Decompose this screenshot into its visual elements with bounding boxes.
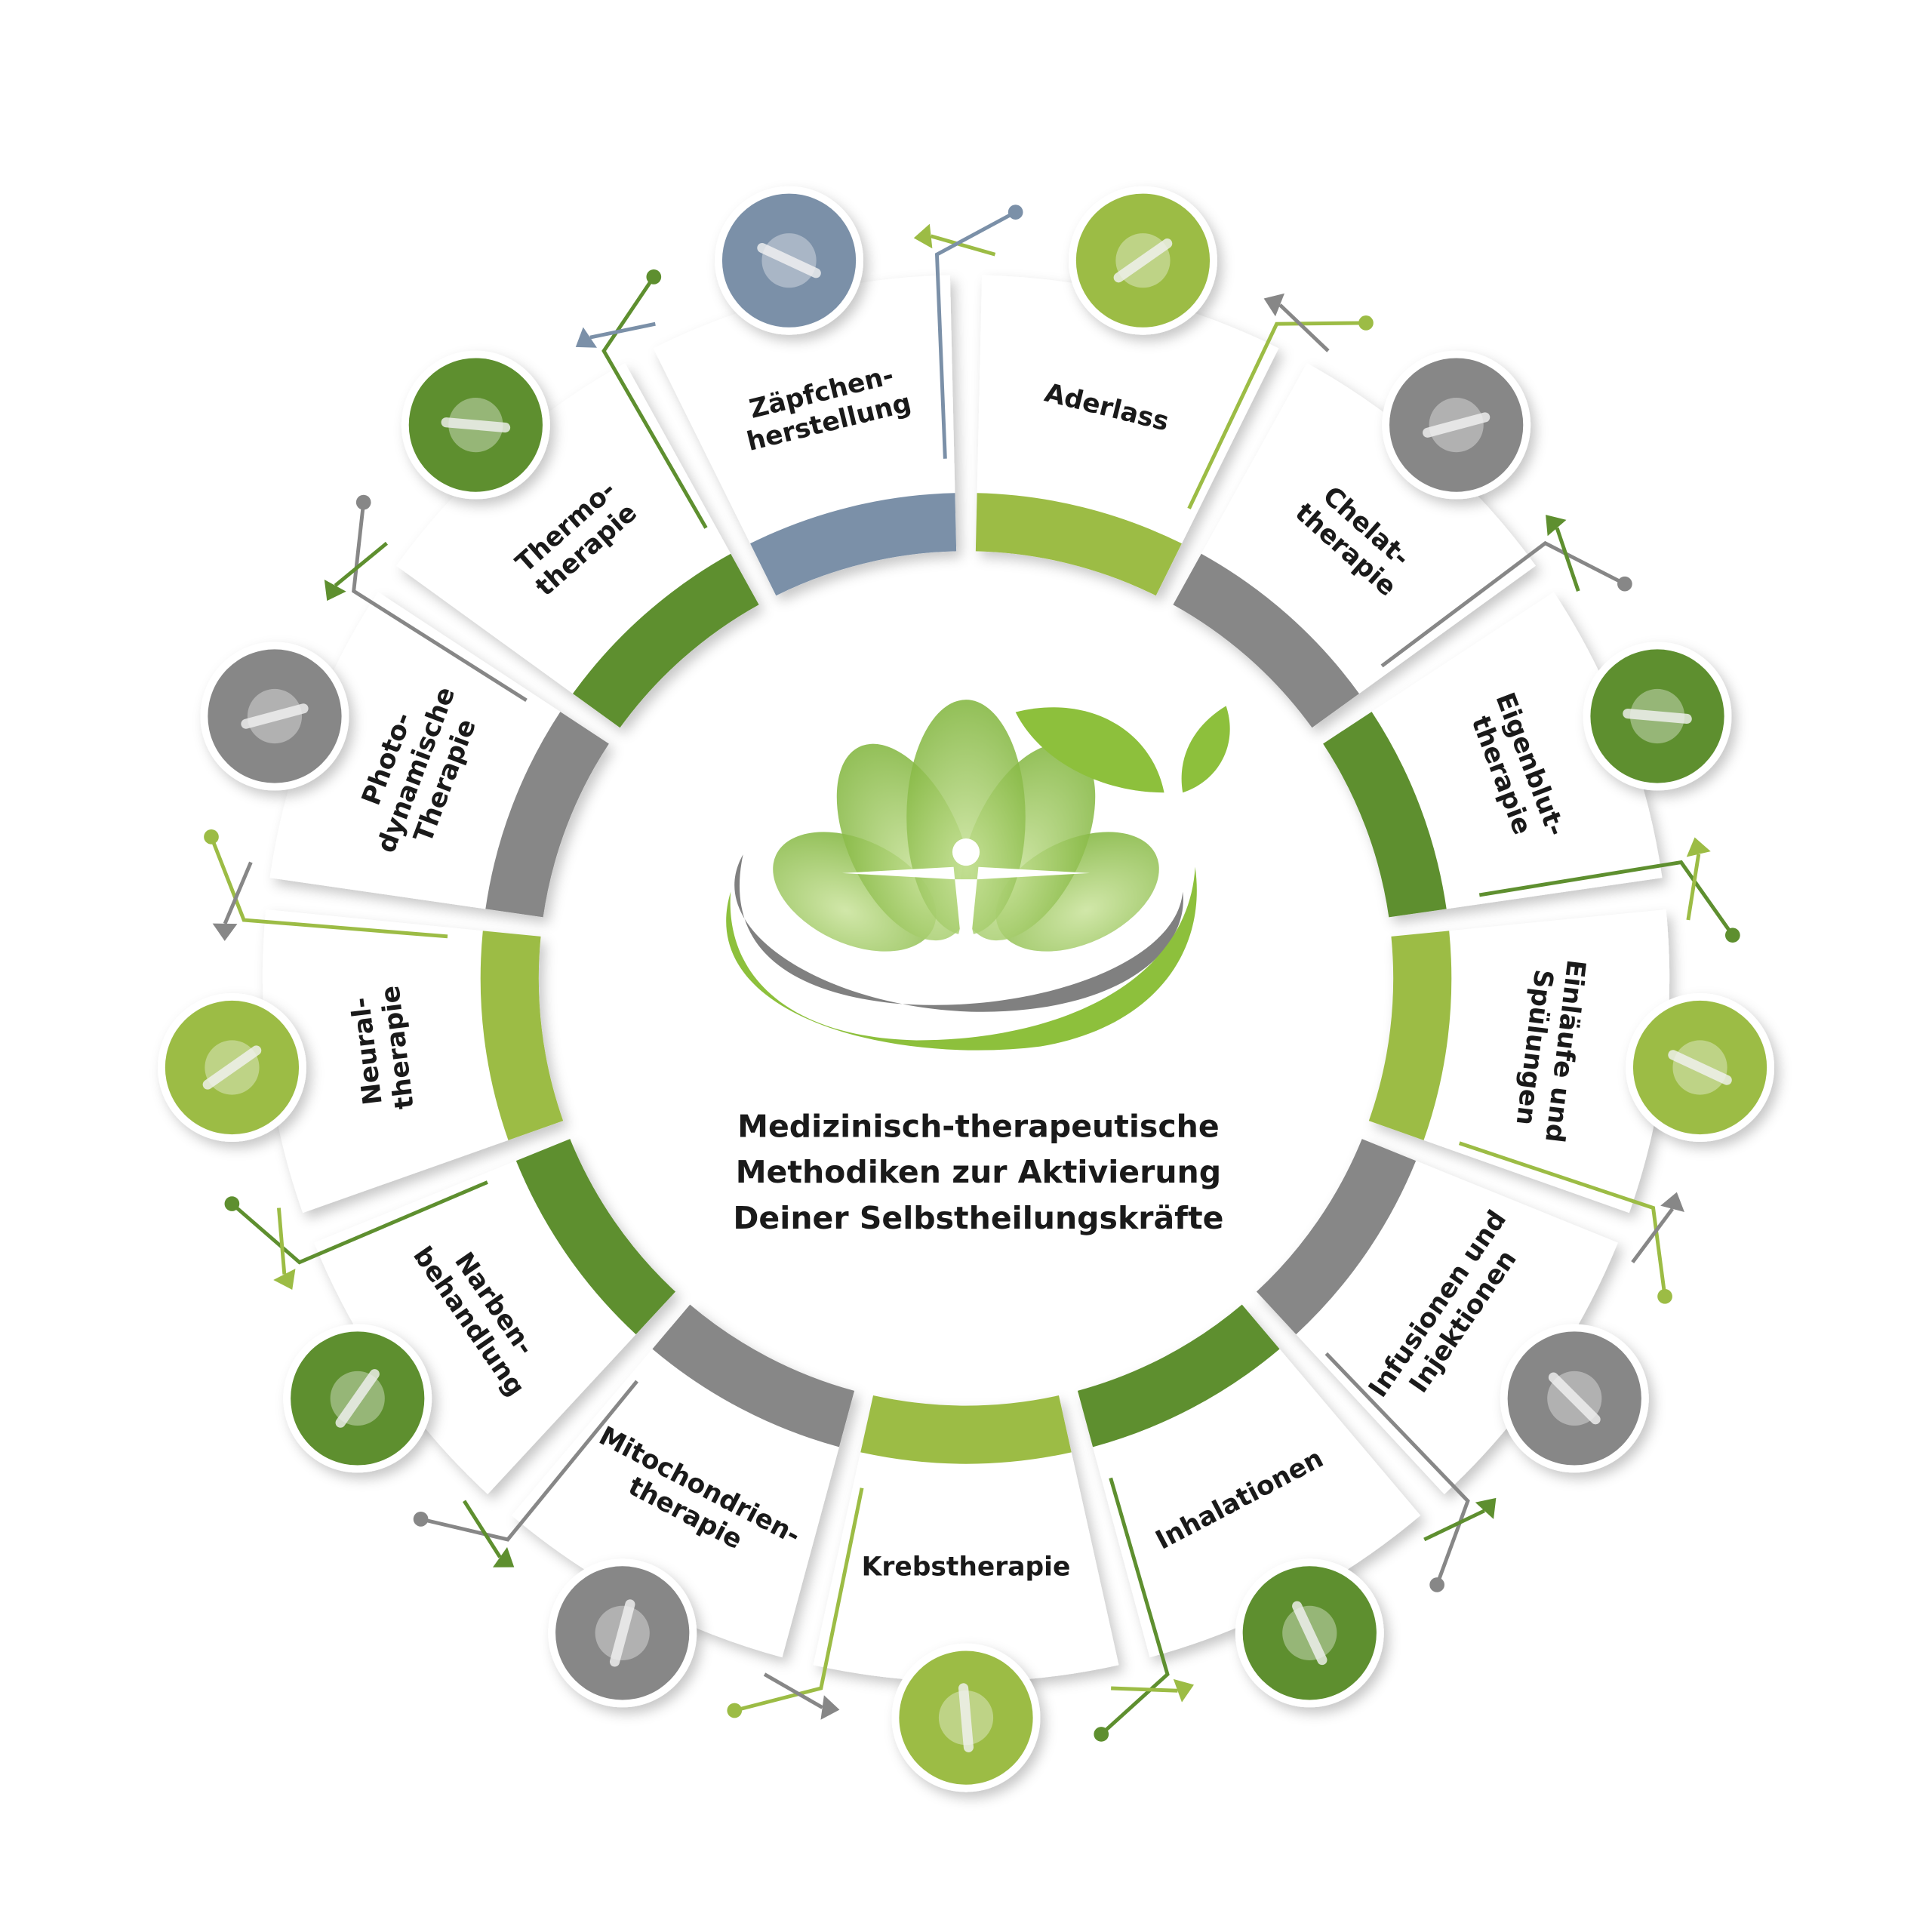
bloodletting-arm-icon bbox=[1068, 186, 1217, 335]
segment-neuraltherapie: Neural-therapie bbox=[204, 829, 564, 1291]
segment-color-band bbox=[860, 1395, 1072, 1464]
connector-line bbox=[1686, 854, 1701, 921]
connector-dot bbox=[646, 269, 662, 285]
arrow-head-icon bbox=[493, 1546, 515, 1567]
connector-line bbox=[223, 861, 253, 924]
arrow-head-icon bbox=[1546, 515, 1567, 537]
connector-line bbox=[589, 321, 656, 340]
magnet-artery-icon bbox=[1382, 350, 1531, 500]
segment-panel bbox=[813, 1395, 1119, 1682]
segment-color-band bbox=[1173, 553, 1359, 728]
segment-color-band bbox=[480, 931, 564, 1140]
connector-dot bbox=[204, 829, 219, 844]
connector-line bbox=[930, 234, 996, 257]
segment-color-band bbox=[750, 493, 957, 596]
segment-zäpfchenherstellung: Zäpfchen-herstellung bbox=[575, 205, 1023, 596]
segment-color-band bbox=[652, 1304, 855, 1447]
segment-eigenbluttherapie: Eigenblut-therapie bbox=[1323, 515, 1740, 943]
segments-ring: AderlassChelat-therapieEigenblut-therapi… bbox=[204, 205, 1740, 1742]
connector-dot bbox=[1008, 205, 1023, 220]
arrow-head-icon bbox=[273, 1269, 296, 1291]
icon-circles bbox=[157, 186, 1775, 1792]
segment-color-band bbox=[515, 1139, 676, 1335]
segment-photodynamischetherapie: Photo-dynamischeTherapie bbox=[212, 494, 609, 941]
connector-line bbox=[1423, 1509, 1485, 1542]
arrow-head-icon bbox=[1660, 1192, 1684, 1212]
segment-color-band bbox=[1368, 931, 1452, 1140]
connector-line bbox=[1187, 321, 1367, 509]
connector-line bbox=[1324, 1352, 1470, 1586]
connector-line bbox=[1100, 1477, 1170, 1736]
connector-line bbox=[1111, 1686, 1178, 1693]
cancer-cell-icon bbox=[891, 1643, 1041, 1792]
segment-color-band bbox=[485, 712, 609, 918]
arrow-head-icon bbox=[1686, 837, 1711, 857]
segment-infusionenundinjektionen: Infusionen undInjektionen bbox=[1256, 1139, 1684, 1592]
connector-line bbox=[230, 1180, 488, 1265]
connector-line bbox=[209, 835, 448, 939]
segment-color-band bbox=[1077, 1304, 1280, 1447]
arrow-head-icon bbox=[1263, 293, 1285, 317]
arrow-head-icon bbox=[1475, 1497, 1497, 1519]
segment-label: Krebstherapie bbox=[862, 1552, 1071, 1582]
connector-dot bbox=[1617, 576, 1632, 592]
lotus-logo bbox=[726, 700, 1230, 1051]
connector-dot bbox=[355, 494, 371, 510]
connector-line bbox=[1478, 860, 1734, 937]
scar-skin-icon bbox=[283, 1324, 432, 1473]
connector-line bbox=[934, 210, 1017, 459]
blood-syringe-icon bbox=[1583, 641, 1732, 791]
connector-line bbox=[1278, 303, 1330, 352]
segment-aderlass: Aderlass bbox=[913, 223, 1374, 596]
connector-line bbox=[352, 502, 528, 703]
connector-dot bbox=[413, 1511, 429, 1527]
arrow-head-icon bbox=[1173, 1678, 1194, 1703]
infusion-drip-icon bbox=[1500, 1324, 1649, 1473]
segment-einläufeundspülungen: Einläufe undSpülungen bbox=[1368, 837, 1711, 1304]
connector-line bbox=[1555, 527, 1580, 592]
segment-krebstherapie: Krebstherapie bbox=[727, 1395, 1194, 1718]
connector-line bbox=[1380, 540, 1626, 668]
connector-line bbox=[1458, 1141, 1667, 1297]
connector-line bbox=[420, 1380, 638, 1542]
segment-narbenbehandlung: Narben-behandlung bbox=[224, 1139, 676, 1567]
mitochondrion-icon bbox=[548, 1558, 697, 1708]
connector-line bbox=[763, 1672, 823, 1709]
center-title: Medizinisch-therapeutische Methodiken zu… bbox=[733, 1108, 1223, 1235]
connector-line bbox=[601, 275, 708, 529]
arrow-head-icon bbox=[575, 327, 598, 348]
segment-color-band bbox=[573, 553, 759, 728]
connector-dot bbox=[1724, 928, 1740, 943]
ampoule-syringe-icon bbox=[157, 993, 306, 1142]
connector-dot bbox=[1094, 1727, 1109, 1742]
connector-dot bbox=[1657, 1288, 1672, 1304]
skin-laser-icon bbox=[200, 641, 349, 791]
connector-line bbox=[463, 1500, 502, 1558]
arrow-head-icon bbox=[820, 1695, 840, 1720]
center-title-line: Methodiken zur Aktivierung bbox=[736, 1154, 1221, 1190]
connector-line bbox=[276, 1208, 287, 1275]
segment-label-line: Krebstherapie bbox=[862, 1552, 1071, 1582]
suppository-mold-icon bbox=[715, 186, 864, 335]
center-title-line: Deiner Selbstheilungskräfte bbox=[733, 1200, 1223, 1236]
connector-dot bbox=[1358, 315, 1374, 331]
segment-color-band bbox=[1256, 1139, 1417, 1335]
connector-line bbox=[334, 541, 389, 587]
arrow-head-icon bbox=[913, 223, 933, 249]
arrow-head-icon bbox=[324, 580, 346, 601]
segment-thermotherapie: Thermo-therapie bbox=[324, 269, 759, 728]
connector-dot bbox=[224, 1196, 240, 1211]
hot-stone-massage-icon bbox=[401, 350, 550, 500]
connector-dot bbox=[727, 1703, 743, 1718]
arrow-head-icon bbox=[212, 923, 238, 941]
connector-line bbox=[734, 1487, 864, 1712]
segment-chelattherapie: Chelat-therapie bbox=[1173, 293, 1632, 728]
nebulizer-icon bbox=[1235, 1558, 1384, 1708]
segment-color-band bbox=[1323, 712, 1447, 918]
center-title-line: Medizinisch-therapeutische bbox=[737, 1108, 1220, 1144]
connector-dot bbox=[1429, 1577, 1444, 1592]
segment-color-band bbox=[975, 493, 1182, 596]
connector-line bbox=[1631, 1208, 1675, 1264]
enema-bag-icon bbox=[1626, 993, 1775, 1142]
